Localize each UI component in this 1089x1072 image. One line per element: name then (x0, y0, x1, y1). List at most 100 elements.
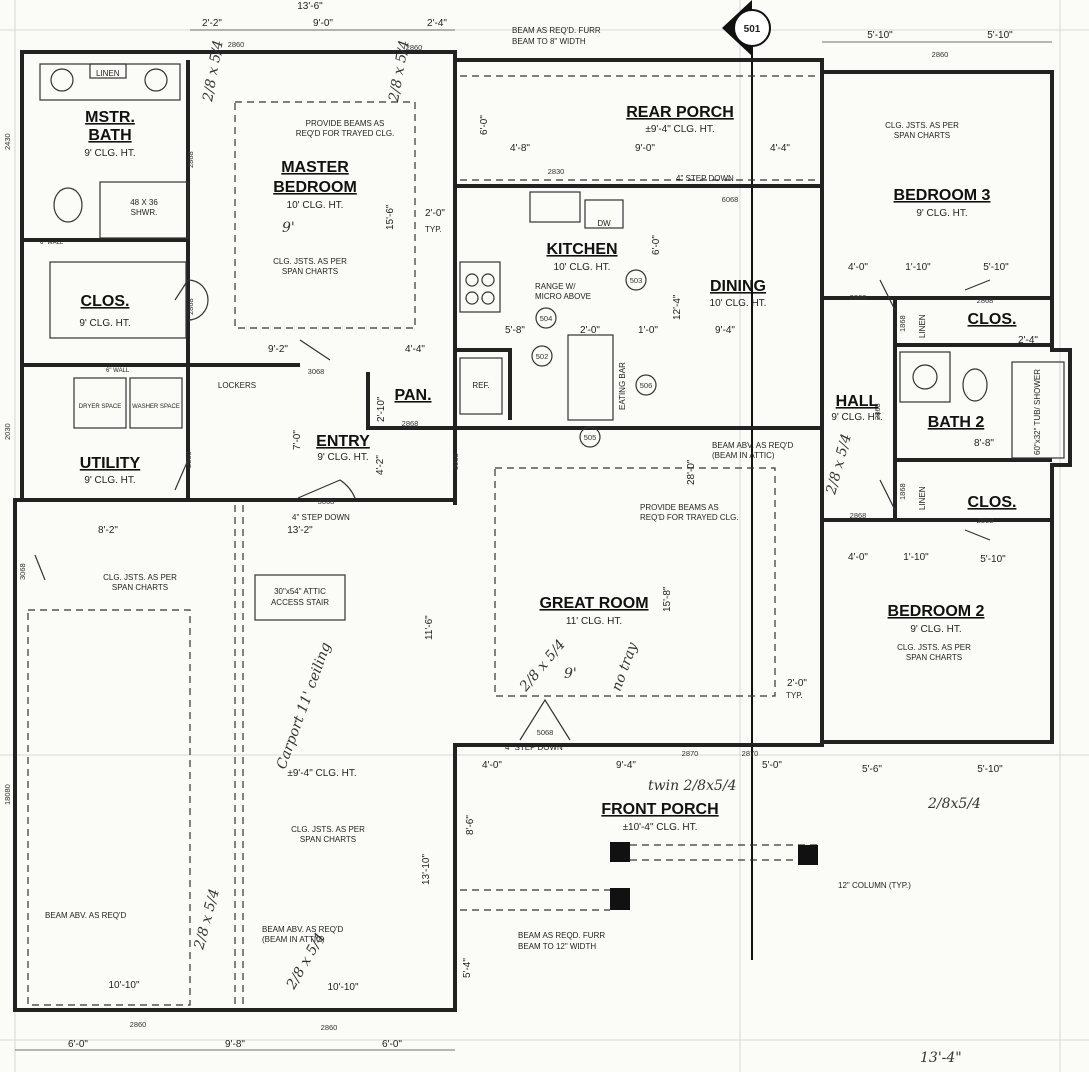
hand-note: no tray (609, 639, 642, 693)
note-typ-2: TYP. (786, 691, 803, 700)
dim-int-0: 4'-8" (510, 143, 530, 154)
pan-title: PAN. (394, 387, 431, 404)
carport-ceiling: ±9'-4" CLG. HT. (287, 768, 356, 779)
note-jsts-b3-a: CLG. JSTS. AS PER (885, 121, 959, 130)
door-tag: 2830 (548, 167, 565, 176)
hall-ceiling: 9' CLG. HT. (831, 412, 882, 423)
dim-int-22: 8'-2" (98, 525, 118, 536)
dim-int-11: 9'-4" (715, 325, 735, 336)
door-tag: 5068 (537, 728, 554, 737)
note-jsts-b2-b: SPAN CHARTS (906, 653, 962, 662)
note-6-wall-a: 6" WALL (40, 240, 64, 246)
door-tag: 2868 (977, 296, 994, 305)
rear-porch-ceiling: ±9'-4" CLG. HT. (645, 124, 714, 135)
door-tag: 2868 (977, 516, 994, 525)
door-tag: 2868 (184, 451, 193, 468)
hand-note: 13'-4" (920, 1050, 962, 1066)
dim-int-31: 4'-0" (482, 760, 502, 771)
dim-int-23: 13'-2" (287, 525, 313, 536)
door-tag: 3068 (18, 563, 27, 580)
hand-note: 2/8 x 5/4 (191, 887, 223, 952)
utility-title: UTILITY (80, 455, 141, 472)
dim-int-19: 2'-10" (376, 396, 387, 422)
dim-int-6: 9'-2" (268, 344, 288, 355)
dim-int-3: 6'-0" (479, 115, 490, 135)
dim-int-33: 5'-0" (762, 760, 782, 771)
hall-title: HALL (836, 393, 879, 410)
hand-note: 2/8x5/4 (927, 796, 981, 812)
door-tag: 3068 (318, 497, 335, 506)
hand-note: 2/8 x 5/4 (823, 432, 855, 497)
attic-stair (254, 574, 346, 621)
door-tag: 2860 (321, 1023, 338, 1032)
door-tag: 2868 (186, 298, 195, 315)
note-beam-front-a: BEAM AS REQD. FURR (518, 931, 605, 940)
door-tag: 2868 (402, 419, 419, 428)
dim-top-1: 9'-0" (313, 18, 333, 29)
hand-note: Carport 11' ceiling (274, 640, 335, 771)
shower-icon (99, 181, 189, 239)
utility-ceiling: 9' CLG. HT. (84, 475, 135, 486)
notes: BEAM AS REQ'D. FURR BEAM TO 8" WIDTH PRO… (40, 26, 1042, 951)
note-range-b: MICRO ABOVE (535, 292, 591, 301)
hand-note: 9' (282, 220, 295, 236)
dimension-strings: 2'-2" 9'-0" 2'-4" 5'-10" 5'-10" 13'-6" 6… (15, 1, 1052, 1051)
dim-int-26: 15'-8" (662, 586, 673, 612)
kitchen-island (567, 334, 614, 421)
dim-int-29: 1'-10" (903, 552, 929, 563)
dim-top-4: 5'-10" (987, 30, 1013, 41)
master-bedroom-title-b: BEDROOM (273, 179, 357, 196)
mstr-bath-ceiling: 9' CLG. HT. (84, 148, 135, 159)
door-tag: 2868 (186, 151, 195, 168)
door-tag: 2030 (3, 423, 12, 440)
dim-int-12: 12'-4" (672, 294, 683, 320)
door-tag: 6068 (722, 195, 739, 204)
door-tag: 2860 (406, 43, 423, 52)
interior-walls (22, 60, 1052, 742)
note-beam-front-b: BEAM TO 12" WIDTH (518, 942, 596, 951)
tag-505: 505 (584, 433, 597, 442)
tag-506: 506 (640, 381, 653, 390)
note-jsts-carport2-a: CLG. JSTS. AS PER (291, 825, 365, 834)
dim-int-13: 6'-0" (651, 235, 662, 255)
door-tag: 1868 (898, 315, 907, 332)
fixtures (39, 63, 1065, 910)
dim-top-2: 2'-4" (427, 18, 447, 29)
dim-int-15: 1'-10" (905, 262, 931, 273)
note-jsts-b3-b: SPAN CHARTS (894, 131, 950, 140)
note-jsts-carport-a: CLG. JSTS. AS PER (103, 573, 177, 582)
note-jsts-mb-a: CLG. JSTS. AS PER (273, 257, 347, 266)
note-beam-rear: BEAM AS REQ'D. FURR (512, 26, 601, 35)
dim-top-3: 5'-10" (867, 30, 893, 41)
note-step-down-rear: 4" STEP DOWN (676, 174, 734, 183)
dim-int-2: 4'-4" (770, 143, 790, 154)
door-tags: 2868 2868 3068 2868 2830 6068 2868 2868 … (3, 40, 993, 1032)
dashed-outlines (27, 75, 820, 1006)
dim-int-35: 5'-10" (977, 764, 1003, 775)
bath2-title: BATH 2 (928, 414, 985, 431)
clos3-title: CLOS. (968, 494, 1017, 511)
hand-note: 2/8 x 5/4 (386, 39, 413, 104)
dim-int-32: 9'-4" (616, 760, 636, 771)
dim-int-21: 4'-2" (375, 455, 386, 475)
note-provide-beams-gr-a: PROVIDE BEAMS AS (640, 503, 719, 512)
note-eating-bar: EATING BAR (618, 362, 627, 410)
door-tag: 2868 (850, 293, 867, 302)
dim-int-4: 15'-6" (385, 204, 396, 230)
note-beam-abv-carport-2-a: BEAM ABV. AS REQ'D (262, 925, 343, 934)
door-tag: 3068 (451, 453, 460, 470)
bedroom2-title: BEDROOM 2 (888, 603, 985, 620)
note-ref: REF. (472, 381, 489, 390)
dim-int-8: 5'-8" (505, 325, 525, 336)
dim-int-20: 7'-0" (292, 430, 303, 450)
mstr-bath-title-b: BATH (88, 127, 131, 144)
note-dryer: DRYER SPACE (79, 404, 121, 410)
note-step-down-entry: 4" STEP DOWN (292, 513, 350, 522)
dim-int-37: 13'-10" (421, 854, 432, 885)
dim-int-30: 5'-10" (980, 554, 1006, 565)
door-tag: 2870 (742, 749, 759, 758)
entry-ceiling: 9' CLG. HT. (317, 452, 368, 463)
front-porch-title: FRONT PORCH (601, 801, 718, 818)
great-room-ceiling: 11' CLG. HT. (566, 616, 622, 627)
